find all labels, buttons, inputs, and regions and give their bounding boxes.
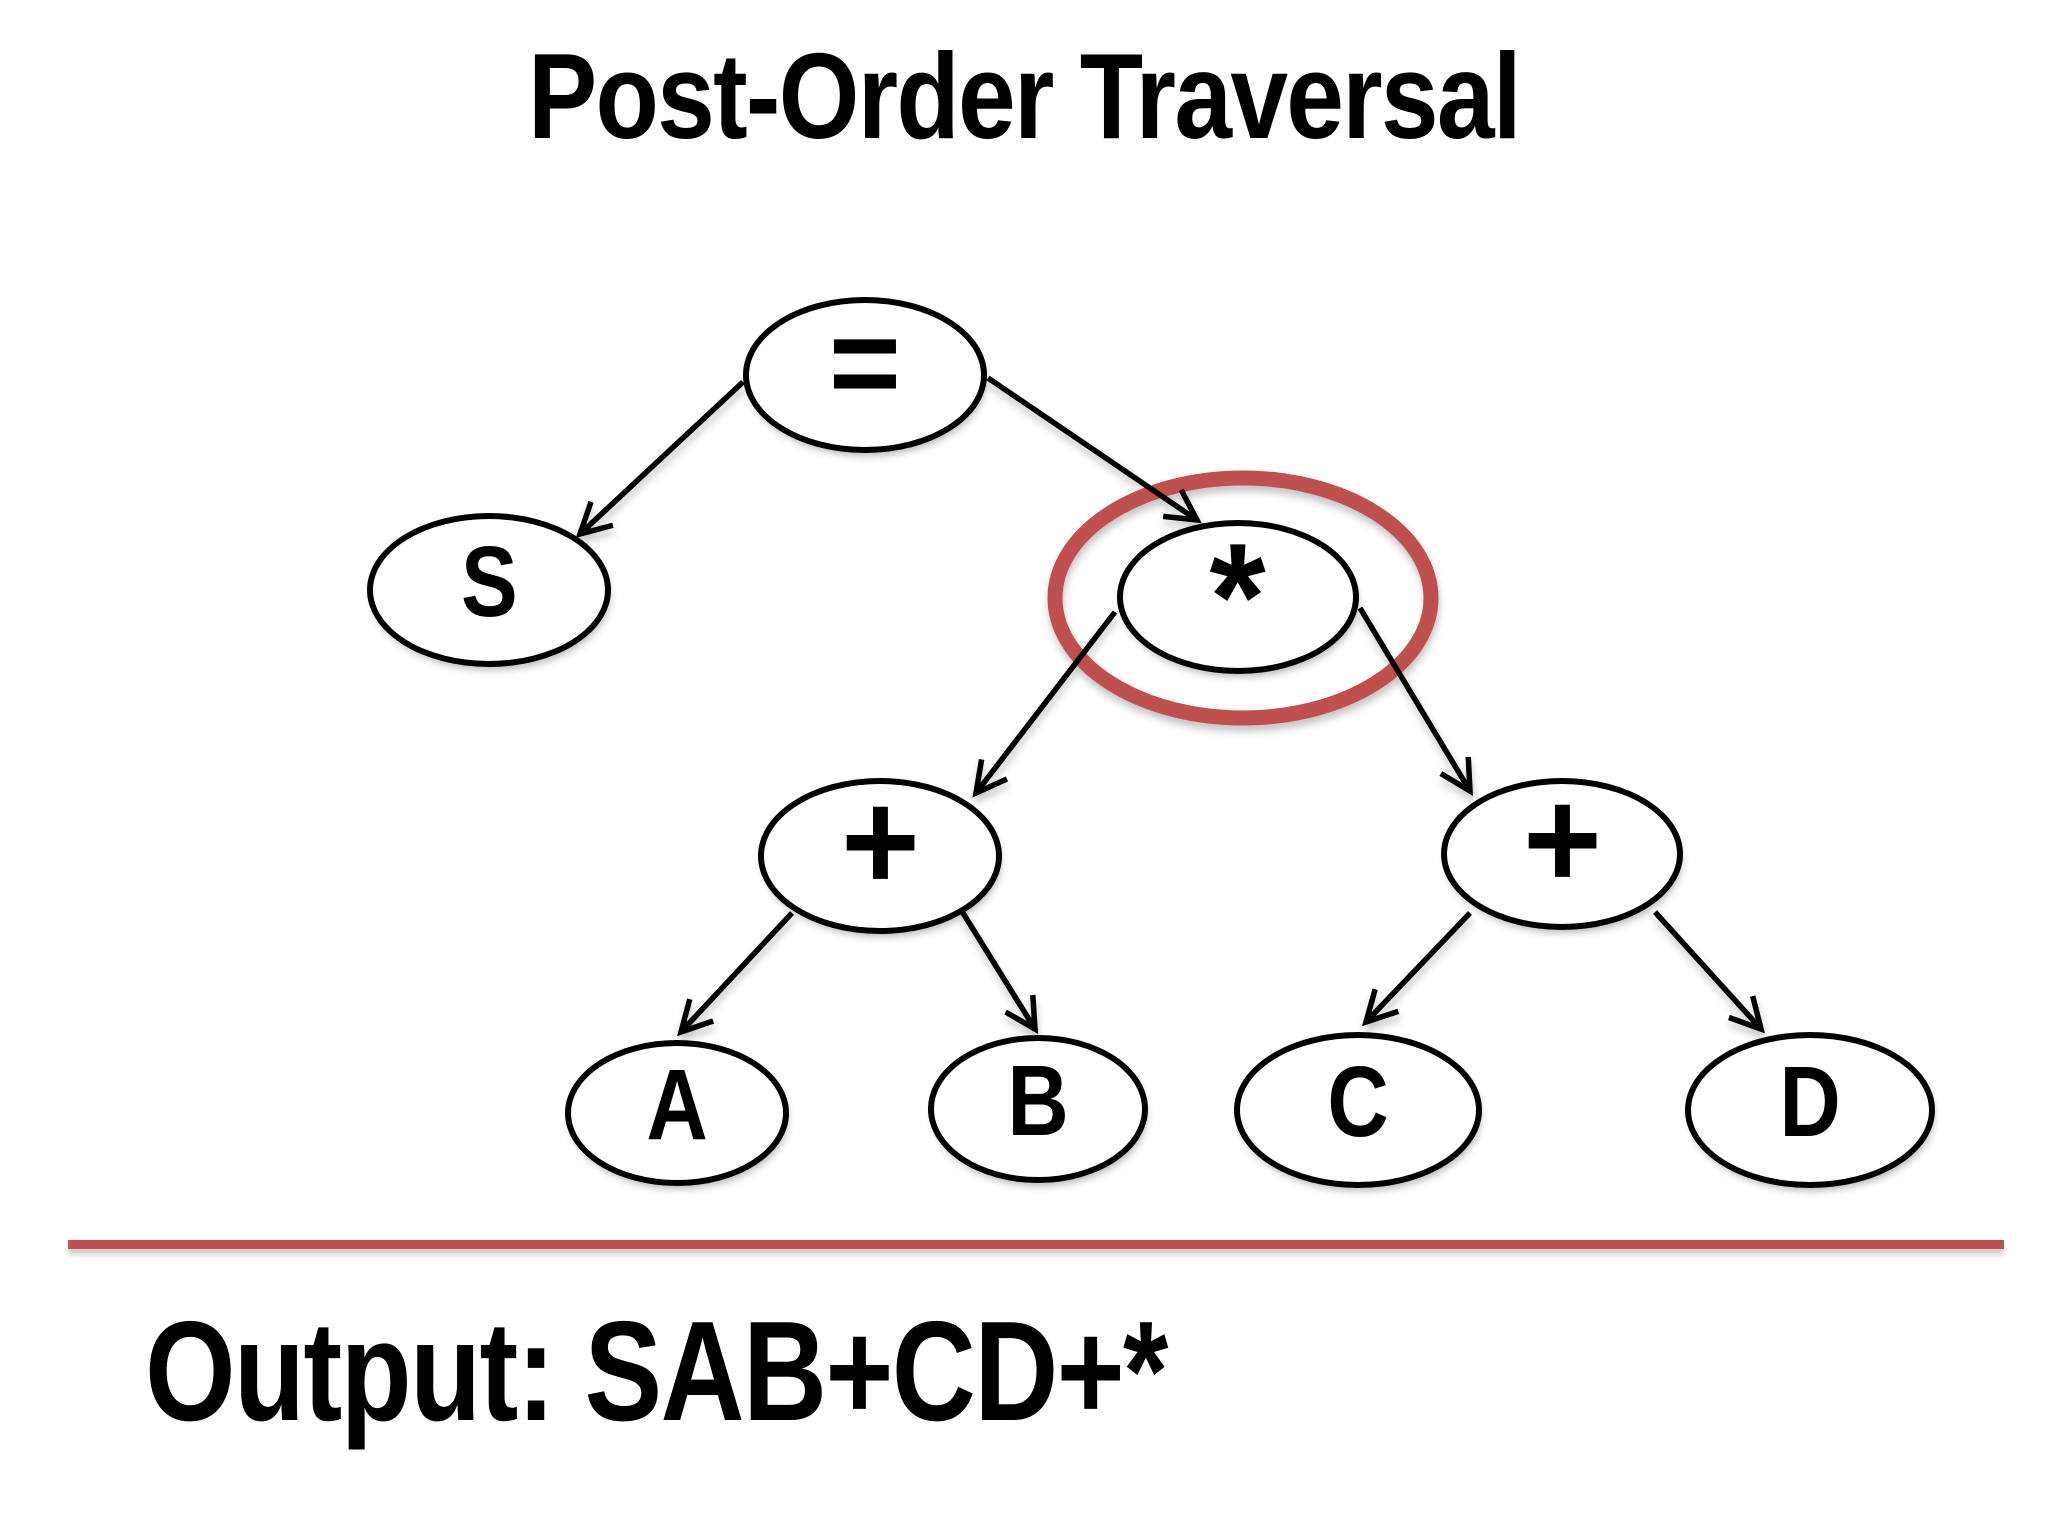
- node-b-label: B: [1007, 1045, 1069, 1157]
- edge-eq-s: [575, 379, 745, 538]
- node-a-label: A: [646, 1049, 708, 1161]
- node-plus-left: +: [758, 771, 1002, 934]
- node-c-label: C: [1327, 1046, 1389, 1158]
- node-c: C: [1234, 1032, 1482, 1188]
- node-s: S: [367, 513, 611, 667]
- edge-eq-star: [986, 375, 1202, 524]
- separator-line: [68, 1240, 2004, 1249]
- node-star-label: *: [1209, 512, 1267, 682]
- node-plus-right: +: [1441, 769, 1683, 930]
- highlight-ring: [1047, 470, 1439, 726]
- edge-star-plus-right: [1357, 606, 1474, 797]
- node-star: *: [1117, 520, 1359, 674]
- edge-star-plus-left: [972, 610, 1118, 798]
- node-plus-right-label: +: [1522, 760, 1602, 919]
- edge-plus-right-d: [1652, 910, 1765, 1034]
- page-title: Post-Order Traversal: [528, 28, 1522, 164]
- node-a: A: [565, 1040, 789, 1186]
- edge-plus-right-c: [1361, 911, 1472, 1027]
- edge-plus-left-b: [960, 911, 1039, 1034]
- node-eq-label: =: [828, 289, 902, 435]
- node-b: B: [928, 1035, 1148, 1183]
- edge-plus-left-a: [677, 911, 795, 1037]
- node-eq: =: [743, 297, 987, 453]
- node-plus-left-label: +: [840, 762, 920, 921]
- node-d-label: D: [1779, 1046, 1841, 1158]
- output-text: Output: SAB+CD+*: [145, 1292, 1168, 1451]
- node-d: D: [1685, 1032, 1935, 1188]
- node-s-label: S: [460, 526, 518, 638]
